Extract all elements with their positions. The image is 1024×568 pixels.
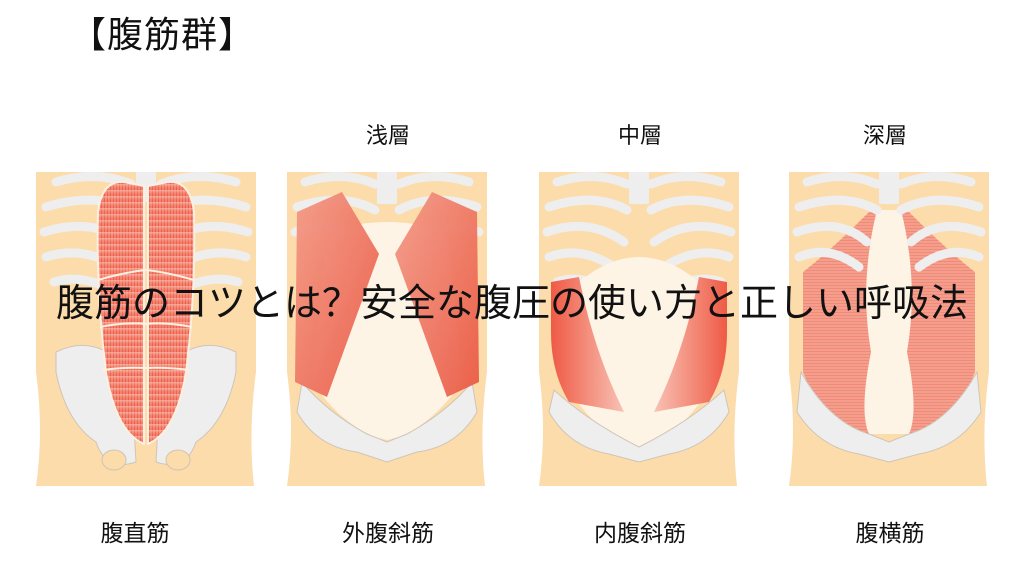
headline-overlay: 腹筋のコツとは？安全な腹圧の使い方と正しい呼吸法 [55,281,968,325]
layer-label-superficial: 浅層 [365,124,410,149]
page-title: 【腹筋群】 [70,15,256,56]
muscle-label-internal-oblique: 内腹斜筋 [594,521,686,547]
torso-internal-oblique-icon [539,172,739,486]
muscle-label-external-oblique: 外腹斜筋 [342,521,434,547]
muscle-label-transversus-abdominis: 腹横筋 [855,521,925,547]
transversus-abdominis-illustration [789,172,989,486]
torso-external-oblique-icon [287,172,487,486]
external-oblique-illustration [287,172,487,486]
torso-transversus-icon [789,172,989,486]
rectus-abdominis-illustration [36,172,256,486]
layer-label-deep: 深層 [862,124,907,149]
muscle-label-rectus-abdominis: 腹直筋 [100,521,170,547]
torso-rectus-icon [36,172,256,486]
layer-label-middle: 中層 [617,124,662,149]
internal-oblique-illustration [539,172,739,486]
